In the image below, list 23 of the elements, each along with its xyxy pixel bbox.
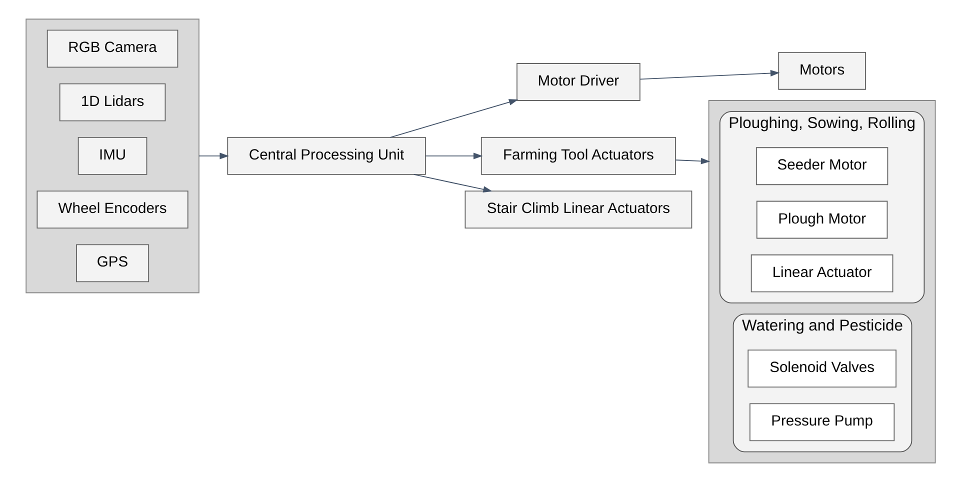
arrow <box>640 70 780 80</box>
arrow <box>675 158 710 164</box>
cluster <box>26 18 200 294</box>
node-box: Linear Actuator <box>750 254 894 292</box>
arrow <box>425 152 483 160</box>
node-box: GPS <box>76 244 150 282</box>
node-box: Motors <box>778 52 866 90</box>
node-box: Motor Driver <box>516 63 640 101</box>
node-box: Farming Tool Actuators <box>480 137 676 175</box>
node-box: Wheel Encoders <box>36 190 188 229</box>
node-box: Solenoid Valves <box>748 350 896 388</box>
arrow <box>198 152 229 160</box>
node-box: Stair Climb Linear Actuators <box>464 190 692 229</box>
node-box: Pressure Pump <box>749 403 895 442</box>
node-box: RGB Camera <box>46 30 178 68</box>
node-box: 1D Lidars <box>59 83 166 122</box>
arrow <box>390 99 518 138</box>
node-box: Seeder Motor <box>756 147 888 186</box>
arrow <box>413 174 492 193</box>
node-box: IMU <box>78 137 148 175</box>
cluster <box>708 100 936 464</box>
node-box: Plough Motor <box>756 200 888 239</box>
node-box: Central Processing Unit <box>227 137 426 175</box>
